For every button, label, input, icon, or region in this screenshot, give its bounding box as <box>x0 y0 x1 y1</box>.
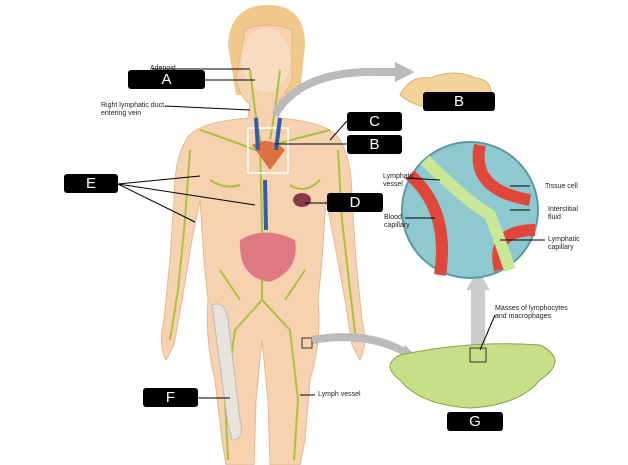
lc2: capillary <box>548 244 574 251</box>
bc1: Blood <box>384 214 402 221</box>
arrow-to-thymus <box>271 67 395 118</box>
lc1: Lymphatic <box>548 236 580 243</box>
label-tissue-cell: Tissue cell <box>545 183 578 190</box>
lv1: Lymphatic <box>383 173 415 180</box>
spleen <box>293 193 311 207</box>
answer-box-b: B <box>347 135 402 154</box>
leader-lines <box>117 68 545 399</box>
answer-box-a: A <box>128 70 205 89</box>
lymph-node-image <box>389 343 556 409</box>
right-duct-line2: entering vein <box>101 110 142 117</box>
face <box>242 28 290 92</box>
answer-box-d: D <box>327 193 383 212</box>
arrow-to-node <box>311 333 413 359</box>
m2: and macrophages <box>495 313 552 320</box>
thymus-box <box>247 127 289 174</box>
answer-box-g: G <box>447 412 503 431</box>
answer-box-c: C <box>347 112 402 131</box>
m1: Masses of lymphocytes <box>495 305 568 312</box>
answer-box-b-top: B <box>423 92 495 111</box>
label-adenoid: Adenoid <box>150 65 176 72</box>
intestines <box>239 232 296 282</box>
answer-box-e: E <box>64 174 118 193</box>
bc2: capillary <box>384 222 410 229</box>
label-lymph-vessel: Lymph vessel <box>318 391 361 398</box>
if1: Interstitial <box>548 206 578 213</box>
label-right-duct: Right lymphatic duct,entering vein <box>101 102 166 118</box>
node-box <box>301 337 313 349</box>
right-duct-line1: Right lymphatic duct, <box>101 102 166 109</box>
lv2: vessel <box>383 181 403 188</box>
femur-bone <box>211 303 242 441</box>
veins <box>254 117 282 151</box>
lymphatic-capillary <box>420 155 516 272</box>
answer-box-f: F <box>143 388 198 407</box>
if2: fluid <box>548 214 561 221</box>
